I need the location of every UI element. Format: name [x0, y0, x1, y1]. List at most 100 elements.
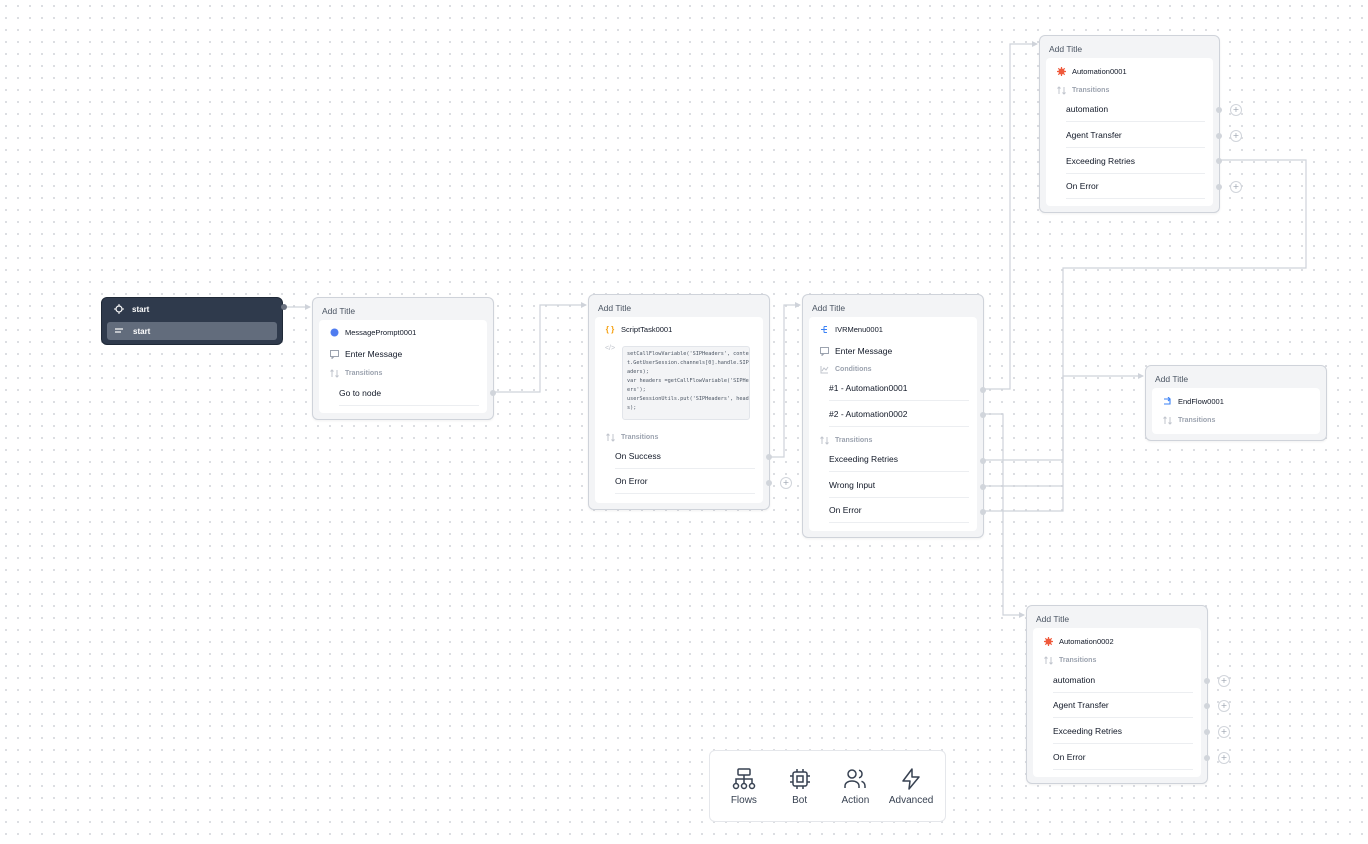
node-name: Automation0002: [1059, 637, 1114, 646]
bot-label: Bot: [792, 794, 808, 806]
crosshair-icon: [114, 304, 124, 314]
add-connection-button[interactable]: +: [1218, 675, 1230, 687]
wire-ivr-automation1: [983, 43, 1037, 390]
ivr-menu-node[interactable]: Add Title IVRMenu0001 Enter Message Cond…: [802, 294, 986, 538]
advanced-label: Advanced: [888, 794, 934, 806]
transition-item[interactable]: On Error: [829, 498, 969, 523]
node-header[interactable]: Add Title: [1049, 44, 1083, 54]
transition-item[interactable]: On Error: [1053, 745, 1193, 770]
automation-gear-icon: [1043, 637, 1053, 646]
transitions-icon: [1056, 86, 1066, 95]
add-connection-button[interactable]: +: [1218, 726, 1230, 738]
start-node-item[interactable]: start: [107, 322, 277, 340]
chat-bubble-icon: [330, 328, 338, 337]
condition-item[interactable]: #1 - Automation0001: [829, 376, 969, 401]
conditions-icon: [820, 366, 828, 374]
output-handle[interactable]: [980, 484, 986, 490]
transition-item[interactable]: Exceeding Retries: [829, 447, 969, 472]
transitions-label: Transitions: [1178, 417, 1216, 424]
automation-node-1[interactable]: Add Title Automation0001 Transitions aut…: [1039, 35, 1242, 213]
message-prompt-node[interactable]: Add Title MessagePrompt0001 Enter Messag…: [312, 297, 496, 420]
script-task-node[interactable]: Add Title { } ScriptTask0001 </> setCall…: [588, 294, 792, 510]
add-connection-button[interactable]: +: [1218, 752, 1230, 764]
transition-item[interactable]: Go to node: [339, 381, 479, 406]
output-handle[interactable]: [766, 480, 772, 486]
node-header[interactable]: Add Title: [598, 303, 632, 313]
add-connection-button[interactable]: +: [1230, 104, 1242, 116]
advanced-button[interactable]: Advanced: [884, 767, 938, 806]
transition-item[interactable]: Agent Transfer: [1053, 693, 1193, 718]
condition-item[interactable]: #2 - Automation0002: [829, 402, 969, 427]
output-handle[interactable]: [980, 509, 986, 515]
braces-icon: { }: [605, 325, 615, 334]
transitions-label: Transitions: [345, 370, 383, 377]
add-connection-button[interactable]: +: [1218, 700, 1230, 712]
node-body: MessagePrompt0001 Enter Message Transiti…: [319, 320, 487, 413]
lightning-icon: [902, 767, 920, 790]
transition-item[interactable]: On Success: [615, 444, 755, 469]
start-node-handle[interactable]: [281, 304, 287, 310]
output-handle[interactable]: [1216, 133, 1222, 139]
output-handle[interactable]: [1204, 703, 1210, 709]
output-handle[interactable]: [1216, 107, 1222, 113]
transitions-label: Transitions: [1072, 87, 1110, 94]
node-body: { } ScriptTask0001 </> setCallFlowVariab…: [595, 317, 763, 503]
end-flow-node[interactable]: Add Title EndFlow0001 Transitions: [1145, 365, 1327, 441]
action-button[interactable]: Action: [828, 767, 882, 806]
flows-button[interactable]: Flows: [717, 767, 771, 806]
node-body: Automation0001 Transitions automation Ag…: [1046, 58, 1213, 206]
start-node[interactable]: start start: [101, 297, 287, 345]
transition-item[interactable]: Agent Transfer: [1066, 123, 1205, 148]
wire-message-script: [492, 304, 586, 393]
output-handle[interactable]: [1216, 158, 1222, 164]
output-handle[interactable]: [1204, 729, 1210, 735]
output-handle[interactable]: [980, 458, 986, 464]
output-handle[interactable]: [1204, 755, 1210, 761]
automation-node-2[interactable]: Add Title Automation0002 Transitions aut…: [1026, 605, 1230, 784]
end-flow-icon: [1163, 397, 1171, 405]
transitions-icon: [1043, 656, 1053, 665]
output-handle[interactable]: [1204, 678, 1210, 684]
transition-item[interactable]: On Error: [1066, 174, 1205, 199]
node-header[interactable]: Add Title: [812, 303, 846, 313]
node-body: Automation0002 Transitions automation Ag…: [1033, 628, 1201, 777]
transition-item[interactable]: Exceeding Retries: [1066, 149, 1205, 174]
transitions-icon: [605, 433, 615, 442]
wire-ivr-endflow-a: [983, 375, 1143, 461]
transition-item[interactable]: automation: [1053, 668, 1193, 693]
transition-item[interactable]: Wrong Input: [829, 473, 969, 498]
node-body: IVRMenu0001 Enter Message Conditions #1 …: [809, 317, 977, 531]
output-handle[interactable]: [980, 412, 986, 418]
transitions-icon: [1162, 416, 1172, 425]
transitions-icon: [329, 369, 339, 378]
message-field[interactable]: Enter Message: [835, 346, 893, 356]
add-connection-button[interactable]: +: [780, 477, 792, 489]
node-header[interactable]: Add Title: [322, 306, 356, 316]
transition-item[interactable]: On Error: [615, 469, 755, 494]
script-code[interactable]: setCallFlowVariable('SIPHeaders', contex…: [622, 346, 750, 420]
node-name: EndFlow0001: [1178, 397, 1224, 406]
users-icon: [844, 768, 867, 788]
node-header[interactable]: Add Title: [1036, 614, 1070, 624]
output-handle[interactable]: [766, 454, 772, 460]
wire-ivr-automation2: [983, 413, 1024, 616]
add-connection-button[interactable]: +: [1230, 130, 1242, 142]
output-handle[interactable]: [1216, 184, 1222, 190]
node-body: EndFlow0001 Transitions: [1152, 388, 1320, 434]
conditions-label: Conditions: [835, 366, 872, 373]
transition-item[interactable]: Exceeding Retries: [1053, 719, 1193, 744]
transitions-icon: [819, 436, 829, 445]
node-name: IVRMenu0001: [835, 325, 883, 334]
start-node-title: start: [132, 304, 150, 314]
node-header[interactable]: Add Title: [1155, 374, 1189, 384]
bot-button[interactable]: Bot: [773, 767, 827, 806]
output-handle[interactable]: [490, 390, 496, 396]
message-icon: [329, 349, 339, 359]
transition-item[interactable]: automation: [1066, 97, 1205, 122]
message-field[interactable]: Enter Message: [345, 349, 403, 359]
output-handle[interactable]: [980, 387, 986, 393]
add-connection-button[interactable]: +: [1230, 181, 1242, 193]
node-name: ScriptTask0001: [621, 325, 673, 334]
node-name: MessagePrompt0001: [345, 328, 417, 337]
action-label: Action: [841, 794, 870, 806]
